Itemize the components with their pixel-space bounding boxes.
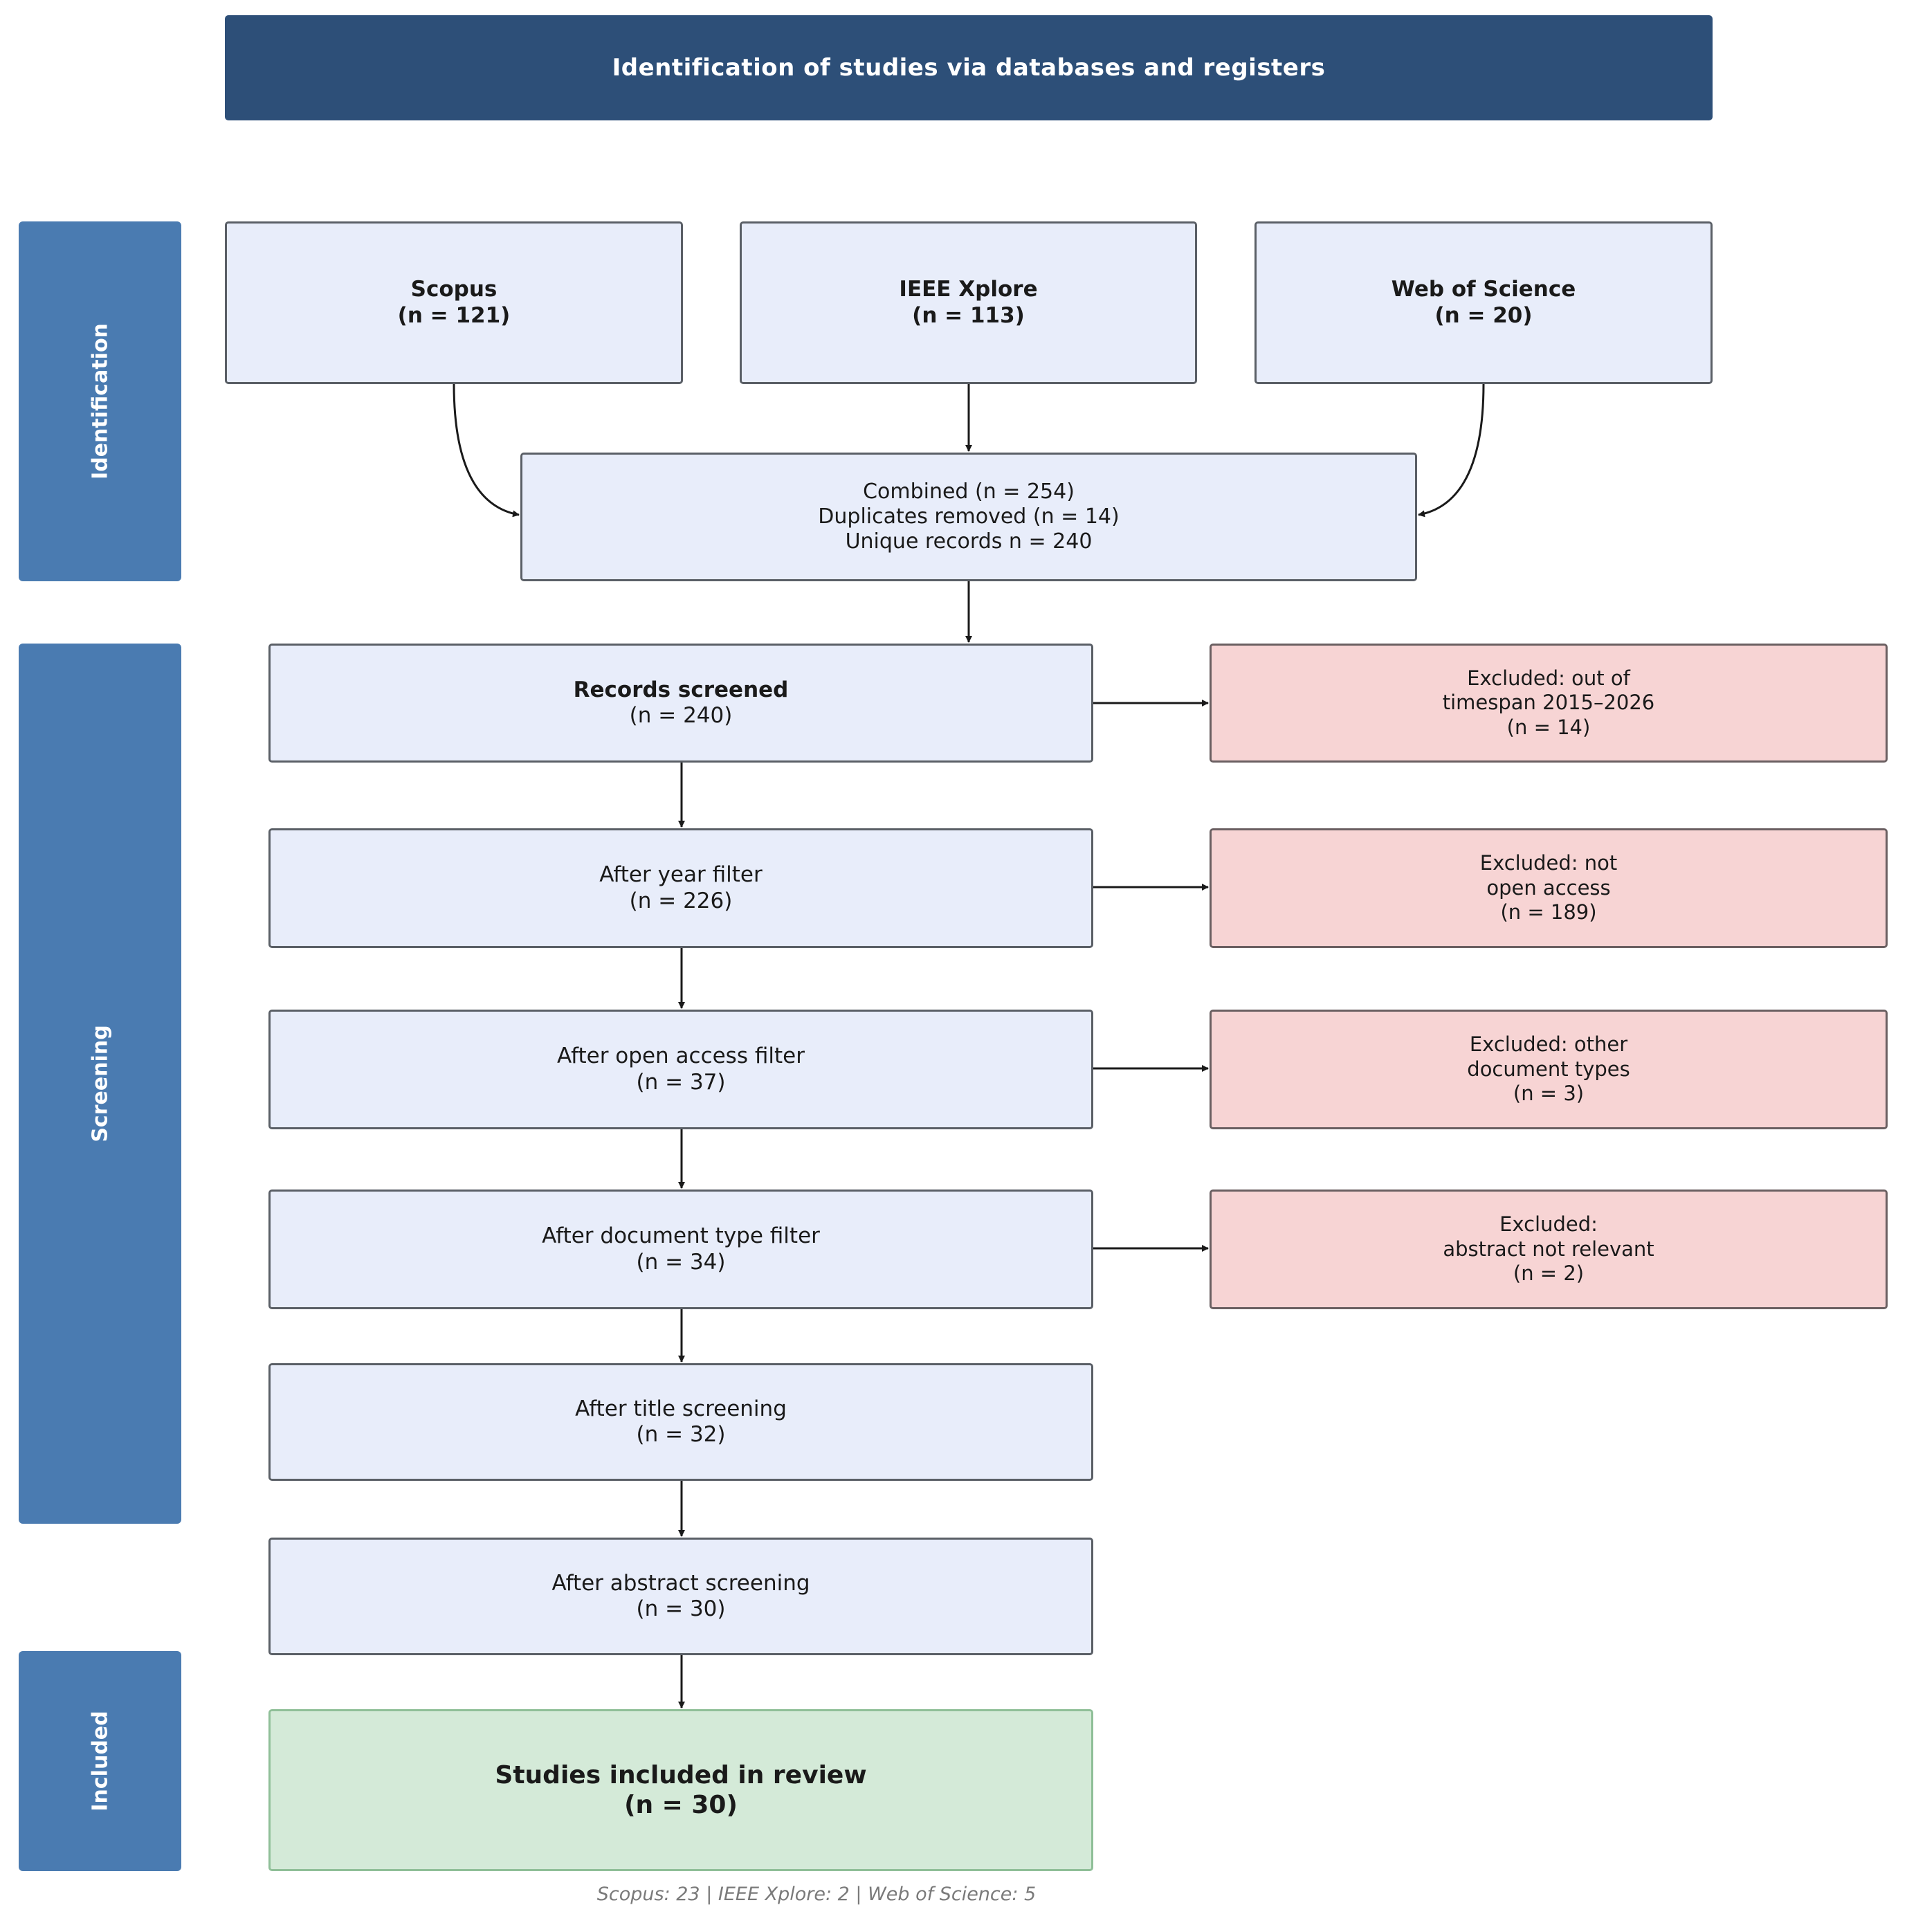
diagram-header: Identification of studies via databases …: [225, 15, 1713, 120]
phase-screening: Screening: [19, 644, 181, 1524]
combined-line-1: Combined (n = 254): [863, 480, 1075, 504]
step-4-count: (n = 34): [636, 1249, 726, 1275]
source-scopus-count: (n = 121): [397, 302, 511, 328]
step-4-label: After document type filter: [542, 1223, 820, 1249]
exclusion-2-line-1: Excluded: not: [1479, 851, 1618, 875]
step-2-count: (n = 226): [629, 888, 733, 913]
arrow-scopus-to-combined: [453, 383, 520, 518]
source-scopus: Scopus (n = 121): [225, 221, 683, 384]
studies-included: Studies included in review (n = 30): [268, 1709, 1093, 1871]
exclusion-4-line-2: abstract not relevant: [1443, 1237, 1654, 1261]
step-6-label: After abstract screening: [551, 1570, 810, 1596]
exclusion-2-count: (n = 189): [1500, 900, 1597, 924]
combined-records: Combined (n = 254) Duplicates removed (n…: [520, 453, 1417, 581]
source-wos-name: Web of Science: [1391, 277, 1576, 302]
step-5-count: (n = 32): [636, 1422, 726, 1447]
phase-identification: Identification: [19, 221, 181, 581]
step-document-type-filter: After document type filter (n = 34): [268, 1190, 1093, 1309]
step-1-label: Records screened: [573, 677, 789, 702]
exclusion-3-count: (n = 3): [1513, 1082, 1585, 1106]
step-title-screening: After title screening (n = 32): [268, 1363, 1093, 1481]
step-abstract-screening: After abstract screening (n = 30): [268, 1538, 1093, 1655]
step-5-label: After title screening: [575, 1396, 787, 1421]
step-records-screened: Records screened (n = 240): [268, 644, 1093, 763]
included-breakdown-footnote: Scopus: 23 | IEEE Xplore: 2 | Web of Sci…: [596, 1884, 1037, 1905]
source-web-of-science: Web of Science (n = 20): [1254, 221, 1713, 384]
step-2-label: After year filter: [599, 862, 763, 888]
phase-included: Included: [19, 1651, 181, 1871]
step-open-access-filter: After open access filter (n = 37): [268, 1010, 1093, 1129]
combined-line-3: Unique records n = 240: [845, 529, 1093, 554]
combined-line-2: Duplicates removed (n = 14): [818, 504, 1120, 529]
step-1-count: (n = 240): [629, 703, 733, 728]
arrow-wos-to-combined: [1418, 383, 1485, 518]
source-ieee-count: (n = 113): [912, 302, 1025, 328]
exclusion-1-line-1: Excluded: out of: [1467, 666, 1630, 690]
source-scopus-name: Scopus: [410, 277, 498, 302]
source-ieee-xplore: IEEE Xplore (n = 113): [740, 221, 1197, 384]
exclusion-3-line-1: Excluded: other: [1469, 1032, 1628, 1057]
step-3-count: (n = 37): [636, 1069, 726, 1095]
exclusion-1-line-2: timespan 2015–2026: [1442, 691, 1655, 715]
exclusion-1-count: (n = 14): [1506, 715, 1591, 739]
exclusion-4-count: (n = 2): [1513, 1261, 1585, 1286]
exclusion-abstract: Excluded: abstract not relevant (n = 2): [1210, 1190, 1888, 1309]
source-ieee-name: IEEE Xplore: [899, 277, 1038, 302]
step-3-label: After open access filter: [557, 1044, 805, 1069]
source-wos-count: (n = 20): [1434, 302, 1533, 328]
exclusion-open-access: Excluded: not open access (n = 189): [1210, 828, 1888, 948]
step-6-count: (n = 30): [636, 1596, 726, 1621]
exclusion-3-line-2: document types: [1467, 1057, 1630, 1081]
step-year-filter: After year filter (n = 226): [268, 828, 1093, 948]
exclusion-document-types: Excluded: other document types (n = 3): [1210, 1010, 1888, 1129]
exclusion-timespan: Excluded: out of timespan 2015–2026 (n =…: [1210, 644, 1888, 763]
included-label: Studies included in review: [495, 1760, 867, 1789]
included-count: (n = 30): [624, 1791, 738, 1819]
exclusion-4-line-1: Excluded:: [1499, 1212, 1598, 1237]
header-title: Identification of studies via databases …: [612, 54, 1326, 82]
exclusion-2-line-2: open access: [1486, 875, 1611, 900]
